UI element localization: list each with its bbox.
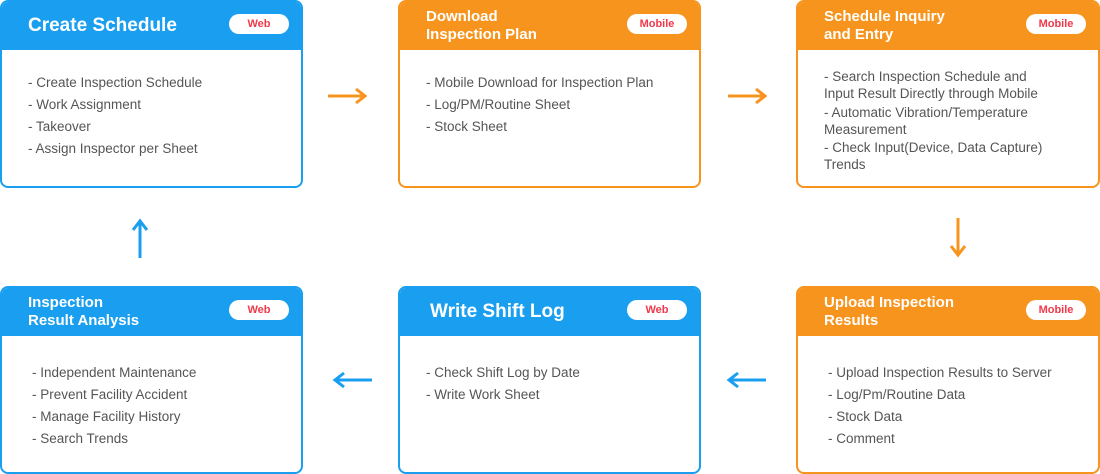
- card-inspection-result-analysis: Inspection Result Analysis Web - Indepen…: [0, 286, 303, 474]
- platform-badge: Mobile: [627, 14, 687, 34]
- list-item: - Stock Data: [828, 409, 903, 424]
- card-header: Inspection Result Analysis Web: [2, 288, 301, 336]
- list-item: - Independent Maintenance: [32, 365, 197, 380]
- list-item: - Write Work Sheet: [426, 387, 540, 402]
- list-item: - Assign Inspector per Sheet: [28, 141, 198, 156]
- arrow-up-icon: [131, 218, 149, 258]
- platform-badge: Web: [627, 300, 687, 320]
- arrow-right-icon: [728, 87, 768, 105]
- card-title: Schedule Inquiry and Entry: [824, 8, 945, 43]
- card-write-shift-log: Write Shift Log Web - Check Shift Log by…: [398, 286, 701, 474]
- card-title: Download Inspection Plan: [426, 8, 537, 43]
- card-header: Upload Inspection Results Mobile: [798, 288, 1098, 336]
- list-item: - Search Inspection Schedule and Input R…: [824, 69, 1038, 101]
- card-item-list: - Mobile Download for Inspection Plan - …: [400, 50, 699, 138]
- list-item: - Check Input(Device, Data Capture) Tren…: [824, 140, 1043, 172]
- card-schedule-inquiry-entry: Schedule Inquiry and Entry Mobile - Sear…: [796, 0, 1100, 188]
- list-item: - Upload Inspection Results to Server: [828, 365, 1052, 380]
- list-item: - Log/Pm/Routine Data: [828, 387, 966, 402]
- card-item-list: - Create Inspection Schedule - Work Assi…: [2, 50, 301, 160]
- list-item: - Comment: [828, 431, 895, 446]
- platform-badge: Web: [229, 300, 289, 320]
- platform-badge: Mobile: [1026, 300, 1086, 320]
- list-item: - Work Assignment: [28, 97, 142, 112]
- card-header: Create Schedule Web: [2, 2, 301, 50]
- card-item-list: - Search Inspection Schedule and Input R…: [798, 50, 1098, 173]
- arrow-right-icon: [328, 87, 368, 105]
- card-title: Inspection Result Analysis: [28, 294, 140, 329]
- card-item-list: - Independent Maintenance - Prevent Faci…: [2, 336, 301, 450]
- list-item: - Stock Sheet: [426, 119, 508, 134]
- arrow-left-icon: [332, 371, 372, 389]
- card-item-list: - Upload Inspection Results to Server - …: [798, 336, 1098, 450]
- card-header: Download Inspection Plan Mobile: [400, 2, 699, 50]
- arrow-down-icon: [949, 218, 967, 258]
- platform-badge: Mobile: [1026, 14, 1086, 34]
- platform-badge: Web: [229, 14, 289, 34]
- card-header: Schedule Inquiry and Entry Mobile: [798, 2, 1098, 50]
- list-item: - Log/PM/Routine Sheet: [426, 97, 571, 112]
- card-upload-inspection-results: Upload Inspection Results Mobile - Uploa…: [796, 286, 1100, 474]
- card-header: Write Shift Log Web: [400, 288, 699, 336]
- list-item: - Create Inspection Schedule: [28, 75, 203, 90]
- card-item-list: - Check Shift Log by Date - Write Work S…: [400, 336, 699, 406]
- arrow-left-icon: [726, 371, 766, 389]
- card-title: Write Shift Log: [430, 301, 565, 322]
- list-item: - Mobile Download for Inspection Plan: [426, 75, 654, 90]
- list-item: - Check Shift Log by Date: [426, 365, 580, 380]
- list-item: - Search Trends: [32, 431, 129, 446]
- card-title: Upload Inspection Results: [824, 294, 955, 329]
- card-title: Create Schedule: [28, 15, 177, 36]
- list-item: - Takeover: [28, 119, 91, 134]
- card-create-schedule: Create Schedule Web - Create Inspection …: [0, 0, 303, 188]
- list-item: - Prevent Facility Accident: [32, 387, 188, 402]
- list-item: - Manage Facility History: [32, 409, 181, 424]
- list-item: - Automatic Vibration/Temperature Measur…: [824, 104, 1028, 137]
- card-download-inspection-plan: Download Inspection Plan Mobile - Mobile…: [398, 0, 701, 188]
